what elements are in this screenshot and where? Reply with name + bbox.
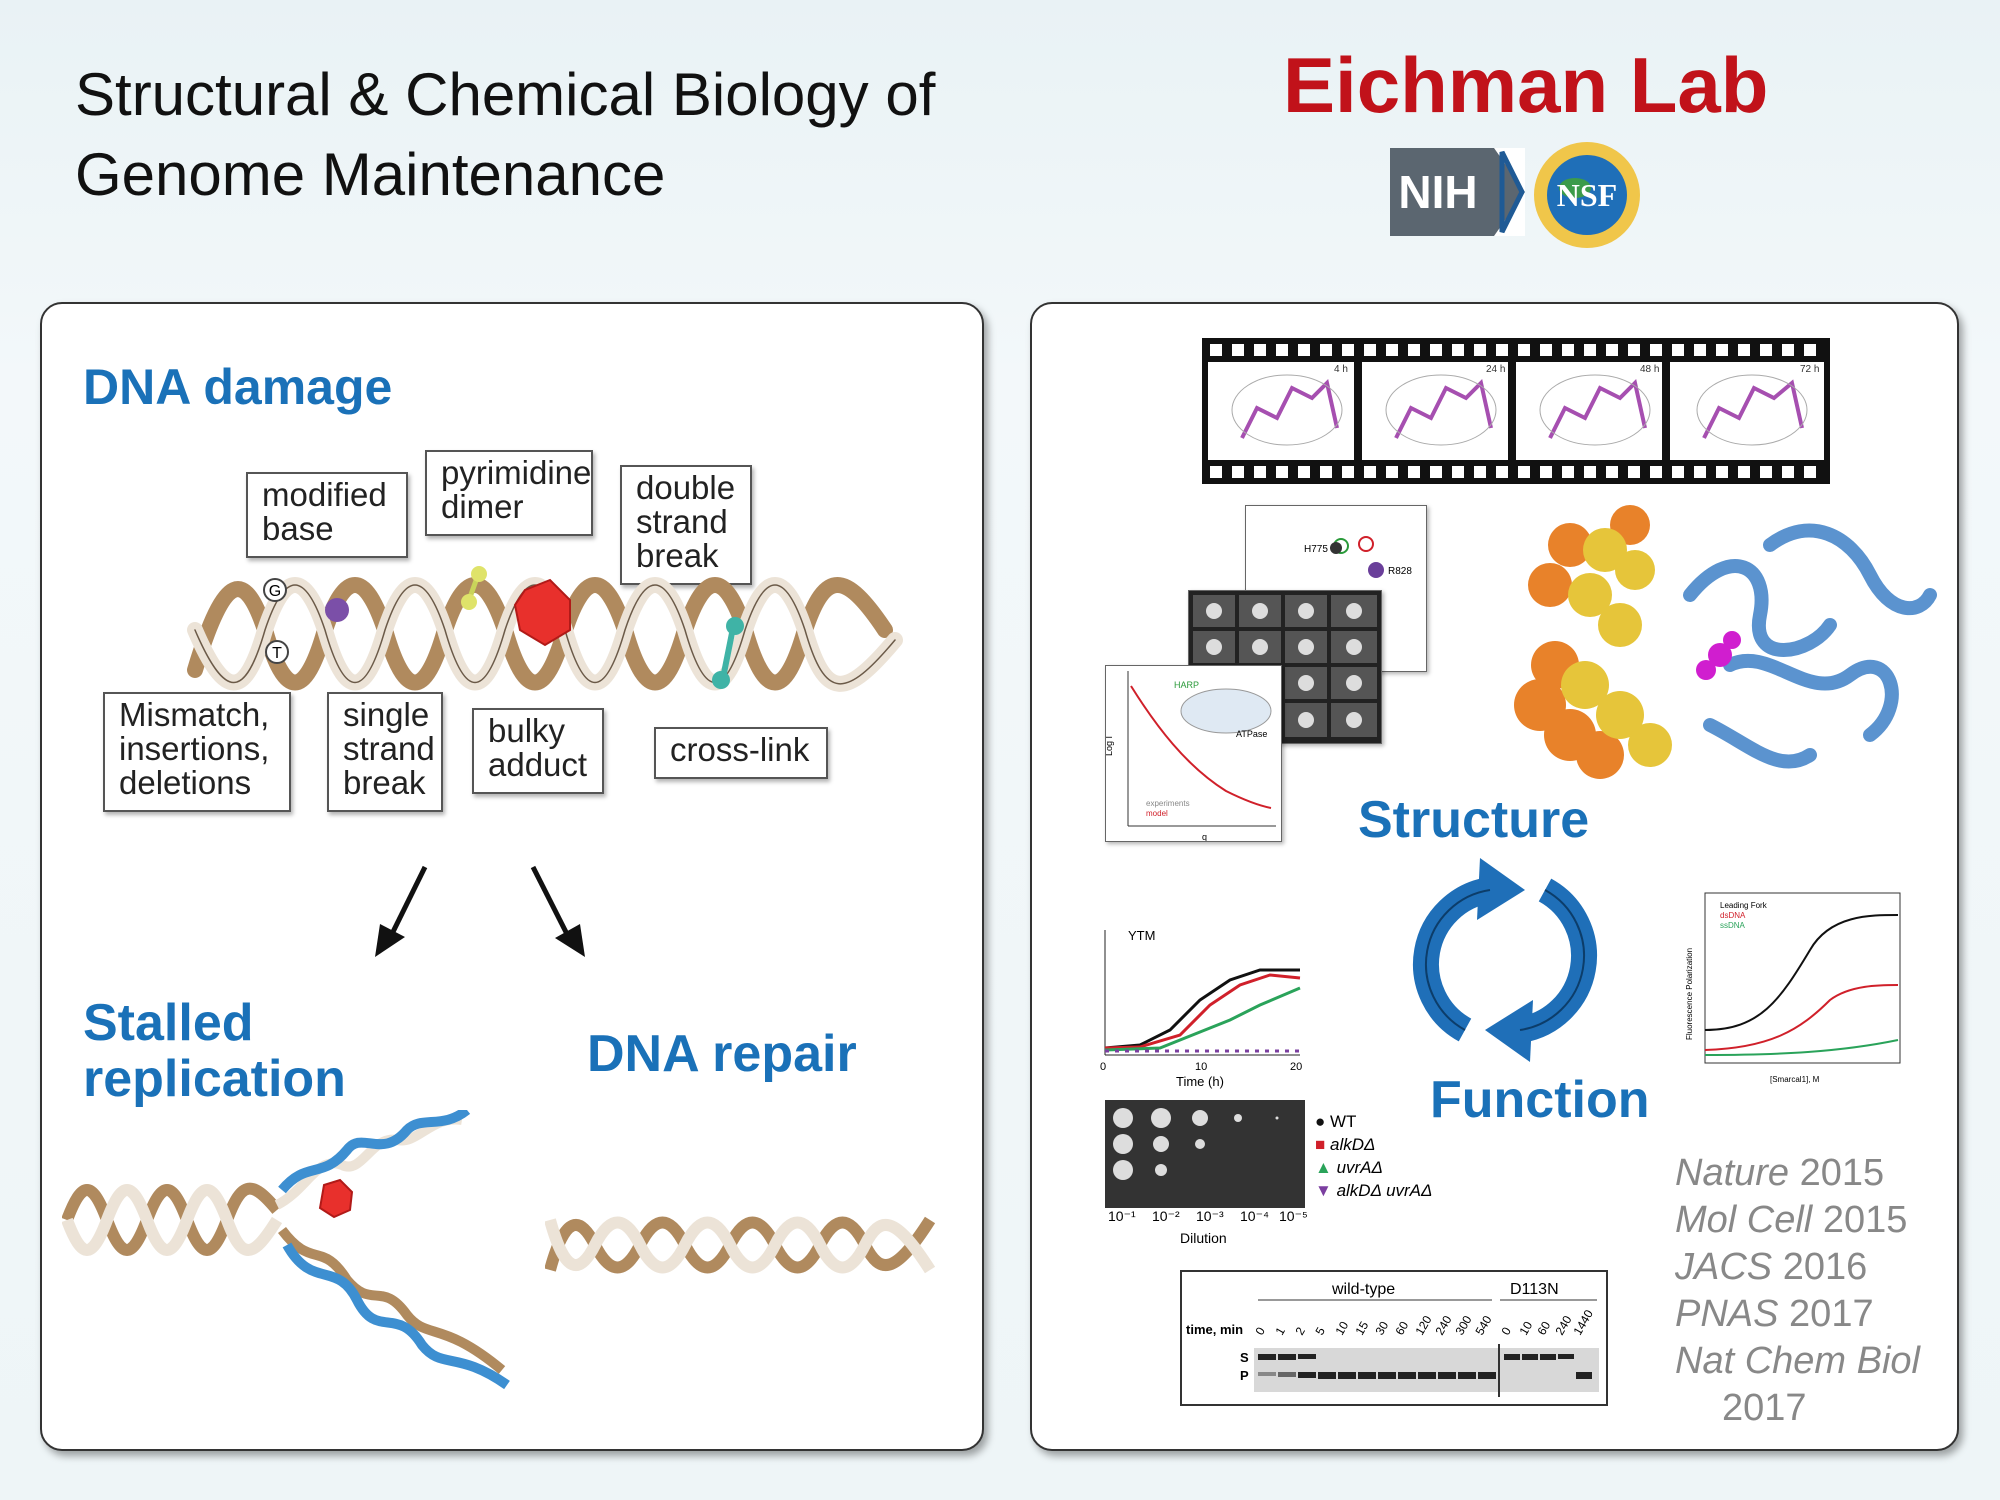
nsf-logo: NSF [1530,140,1645,250]
dilution-spot-assay [1105,1100,1305,1208]
ytm-title: YTM [1128,928,1155,943]
film-time-0: 4 h [1334,364,1348,375]
ytm-growth-plot: YTM 0 10 20 Time (h) [1100,920,1320,1090]
saxs-plot-card: HARP ATPase experiments model q Log I [1104,665,1282,842]
legend-wt: WT [1330,1112,1357,1131]
saxs-legend-experiments: experiments [1146,799,1190,808]
gel-wt-time-5: 15 [1352,1319,1371,1338]
legend-alkd-uvra: alkDΔ uvrAΔ [1336,1181,1433,1200]
legend-uvra: uvrAΔ [1336,1158,1383,1177]
citation-pnas: PNAS 2017 [1675,1293,1874,1335]
label-bulky-adduct: bulky adduct [472,708,604,794]
citation-nat-chem-biol-year: 2017 [1722,1387,1807,1429]
svg-text:NIH: NIH [1398,166,1477,218]
structure-function-cycle-arrows [1395,850,1615,1070]
dilution-ticks: 10⁻¹ 10⁻² 10⁻³ 10⁻⁴ 10⁻⁵ Dilution [1105,1208,1325,1250]
title-line-2: Genome Maintenance [75,141,666,208]
dna-damage-heading: DNA damage [83,359,393,415]
gel-wt-time-9: 240 [1432,1313,1454,1338]
lab-name: Eichman Lab [1283,41,1769,129]
citation-nature: Nature 2015 [1675,1152,1885,1194]
function-label: Function [1430,1071,1650,1129]
dilution-tick-0: 10⁻¹ [1108,1208,1136,1224]
nmr-label-h775: H775 [1304,544,1328,555]
dilution-tick-1: 10⁻² [1152,1208,1180,1224]
fp-legend-ssdna: ssDNA [1720,921,1746,930]
citation-nat-chem-biol: Nat Chem Biol [1675,1340,1920,1382]
citation-jacs: JACS 2016 [1675,1246,1868,1288]
stalled-fork-illustration [61,1105,512,1390]
svg-text:G: G [269,583,281,600]
saxs-legend-model: model [1146,809,1168,818]
dilution-tick-3: 10⁻⁴ [1240,1208,1269,1224]
gel-wt-time-2: 2 [1292,1324,1308,1337]
arrow-to-dna-repair [525,862,595,962]
saxs-atpase-label: ATPase [1236,729,1267,739]
fp-binding-plot: Leading Fork dsDNA ssDNA [Smarcal1], M F… [1680,890,1905,1090]
gel-wt-time-11: 540 [1472,1313,1494,1338]
saxs-ylabel: Log I [1106,736,1114,756]
dilution-tick-2: 10⁻³ [1196,1208,1224,1224]
gel-time-label: time, min [1186,1322,1243,1337]
label-double-strand-break: double strand break [620,465,752,585]
label-single-strand-break: single strand break [327,692,443,812]
gel-wt-time-7: 60 [1392,1319,1411,1338]
title-line-1: Structural & Chemical Biology of [75,61,936,128]
gel-group-wild-type: wild-type [1331,1281,1395,1298]
crystal-soak-film-strip: 4 h 24 h 48 h 72 h [1202,338,1830,484]
gel-wt-time-10: 300 [1452,1313,1474,1338]
saxs-harp-label: HARP [1174,680,1199,690]
film-time-3: 72 h [1800,364,1819,375]
gel-group-d113n: D113N [1510,1281,1559,1298]
dilution-xlabel: Dilution [1180,1230,1227,1246]
gel-mut-time-1: 10 [1516,1319,1535,1338]
stalled-replication-heading: Stalled replication [83,994,346,1108]
label-mismatch: Mismatch, insertions, deletions [103,692,291,812]
ytm-tick-0: 0 [1100,1061,1106,1073]
gel-mut-time-4: 1440 [1570,1307,1596,1337]
gel-wt-time-4: 10 [1332,1319,1351,1338]
citation-mol-cell: Mol Cell 2015 [1675,1199,1908,1241]
svg-text:T: T [272,645,282,662]
repaired-dna-illustration [544,1210,936,1280]
ytm-tick-1: 10 [1195,1061,1207,1073]
label-cross-link: cross-link [654,727,828,779]
film-time-2: 48 h [1640,364,1659,375]
gel-row-p: P [1240,1368,1249,1383]
gel-row-s: S [1240,1350,1249,1365]
em-class-averages-card [1188,590,1382,744]
gel-wt-time-6: 30 [1372,1319,1391,1338]
label-modified-base: modified base [246,472,408,558]
gel-wt-time-0: 0 [1252,1324,1268,1337]
gel-mut-time-3: 240 [1552,1313,1574,1338]
structure-label: Structure [1358,791,1590,849]
gel-time-course: wild-type D113N time, min S P 0 1 2 5 10… [1180,1270,1608,1406]
dilution-tick-4: 10⁻⁵ [1279,1208,1308,1224]
arrow-to-stalled-replication [370,862,440,962]
gel-wt-time-8: 120 [1412,1313,1434,1338]
dna-repair-heading: DNA repair [587,1025,857,1083]
legend-alkd: alkDΔ [1330,1135,1376,1154]
nmr-label-r828: R828 [1388,566,1412,577]
ytm-tick-2: 20 [1290,1061,1302,1073]
label-pyrimidine-dimer: pyrimidine dimer [425,450,593,536]
gel-wt-time-1: 1 [1272,1324,1288,1337]
damaged-dna-helix: G T [185,560,905,720]
ytm-xlabel: Time (h) [1176,1074,1224,1089]
fp-legend-leading-fork: Leading Fork [1720,901,1768,910]
svg-text:NSF: NSF [1557,177,1617,213]
structure-function-panel [1030,302,1959,1451]
gel-mut-time-2: 60 [1534,1319,1553,1338]
fp-legend-dsdna: dsDNA [1720,911,1746,920]
nih-logo: NIH [1390,148,1525,236]
saxs-xlabel: q [1202,832,1207,841]
dilution-legend: ● WT ■ alkDΔ ▲ uvrAΔ ▼ alkDΔ uvrAΔ [1315,1112,1433,1200]
film-time-1: 24 h [1486,364,1505,375]
gel-wt-time-3: 5 [1312,1324,1328,1337]
slide-title: Structural & Chemical Biology of Genome … [75,55,935,215]
gel-mut-time-0: 0 [1498,1324,1514,1337]
protein-dna-structure [1510,505,1940,785]
fp-xlabel: [Smarcal1], M [1770,1075,1820,1084]
fp-ylabel: Fluorescence Polarization [1685,948,1694,1040]
